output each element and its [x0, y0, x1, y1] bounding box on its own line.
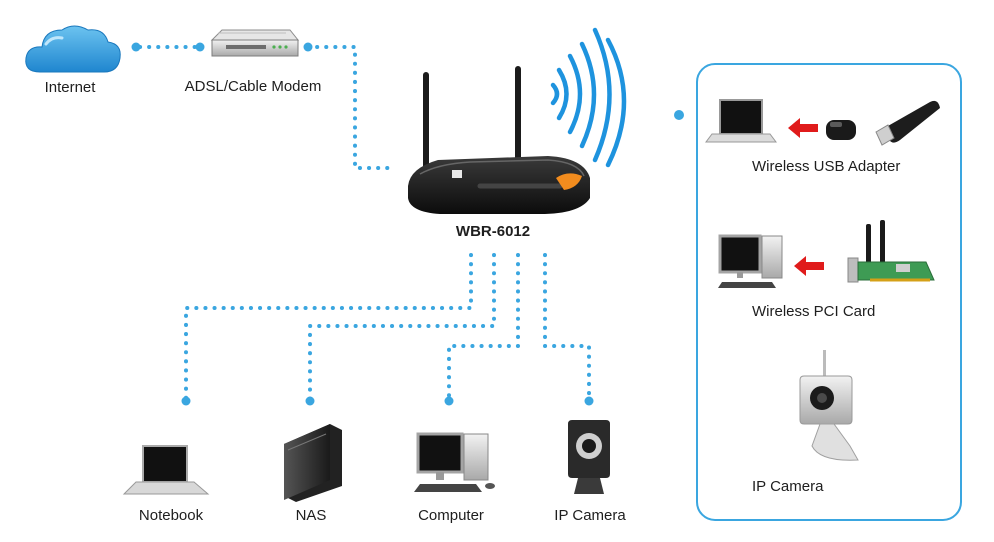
label-internet: Internet [44, 79, 96, 96]
cloud-icon [25, 25, 121, 73]
modem-icon [210, 29, 300, 57]
link-modem-router [306, 45, 394, 170]
ip-camera-icon [568, 420, 610, 494]
link-router-ipcamera [543, 253, 591, 402]
link-router-notebook [184, 253, 473, 402]
desktop-computer-icon [718, 234, 783, 288]
notebook-icon [122, 445, 210, 495]
arrow-left-icon [794, 256, 824, 276]
laptop-icon [705, 99, 777, 143]
label-computer: Computer [418, 507, 484, 524]
label-wireless-usb-adapter: Wireless USB Adapter [752, 158, 901, 175]
link-router-nas [308, 253, 496, 402]
link-router-computer [447, 253, 520, 402]
wireless-clients-panel [696, 63, 962, 521]
label-notebook: Notebook [138, 507, 204, 524]
usb-stick-icon [875, 100, 940, 146]
usb-dongle-icon [826, 120, 856, 140]
label-ip-camera-wireless: IP Camera [752, 478, 824, 495]
label-wireless-pci-card: Wireless PCI Card [752, 303, 876, 320]
computer-icon [414, 432, 495, 492]
connection-end-dots [131, 42, 684, 406]
ip-camera-icon [799, 350, 859, 461]
wireless-signal-icon [550, 27, 627, 168]
label-router: WBR-6012 [455, 223, 531, 240]
arrow-left-icon [788, 118, 818, 138]
pci-card-icon [847, 220, 935, 283]
nas-icon [284, 424, 342, 502]
router-icon [408, 66, 590, 214]
connection-lines [138, 45, 591, 402]
label-nas: NAS [295, 507, 327, 524]
label-ip-camera-wired: IP Camera [554, 507, 626, 524]
label-modem: ADSL/Cable Modem [184, 78, 322, 95]
